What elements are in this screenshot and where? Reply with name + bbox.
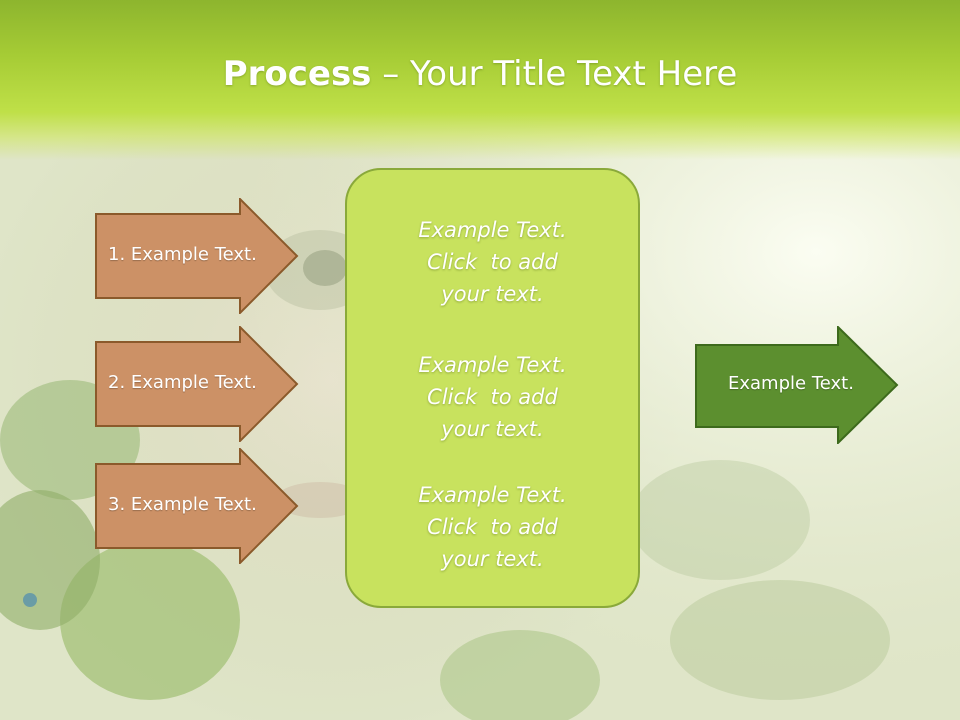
paragraph-line: Click to add [427,250,558,274]
title-rest: – Your Title Text Here [371,54,738,94]
output-arrow[interactable]: Example Text. [695,326,900,444]
paragraph-line: Click to add [427,515,558,539]
paragraph-line: your text. [441,547,544,571]
center-paragraph-1[interactable]: Example Text. Click to add your text. [347,214,638,310]
paragraph-line: Example Text. [418,353,567,377]
title-bold: Process [222,54,372,94]
arrow-shape [95,326,299,442]
step-arrow-1[interactable]: 1. Example Text. [95,198,300,314]
paragraph-line: Click to add [427,385,558,409]
step-arrow-2[interactable]: 2. Example Text. [95,326,300,442]
step-label: 1. Example Text. [108,244,257,265]
title-band [0,0,960,160]
step-arrow-3[interactable]: 3. Example Text. [95,448,300,564]
step-label: 2. Example Text. [108,372,257,393]
paragraph-line: your text. [441,282,544,306]
center-paragraph-3[interactable]: Example Text. Click to add your text. [347,479,638,575]
arrow-shape [95,448,299,564]
paragraph-line: your text. [441,417,544,441]
slide-title: Process – Your Title Text Here [0,52,960,96]
center-paragraph-2[interactable]: Example Text. Click to add your text. [347,349,638,445]
paragraph-line: Example Text. [418,483,567,507]
arrow-shape [695,326,899,444]
output-label: Example Text. [728,373,854,394]
center-text-box[interactable]: Example Text. Click to add your text. Ex… [345,168,640,608]
step-label: 3. Example Text. [108,494,257,515]
paragraph-line: Example Text. [418,218,567,242]
arrow-shape [95,198,299,314]
